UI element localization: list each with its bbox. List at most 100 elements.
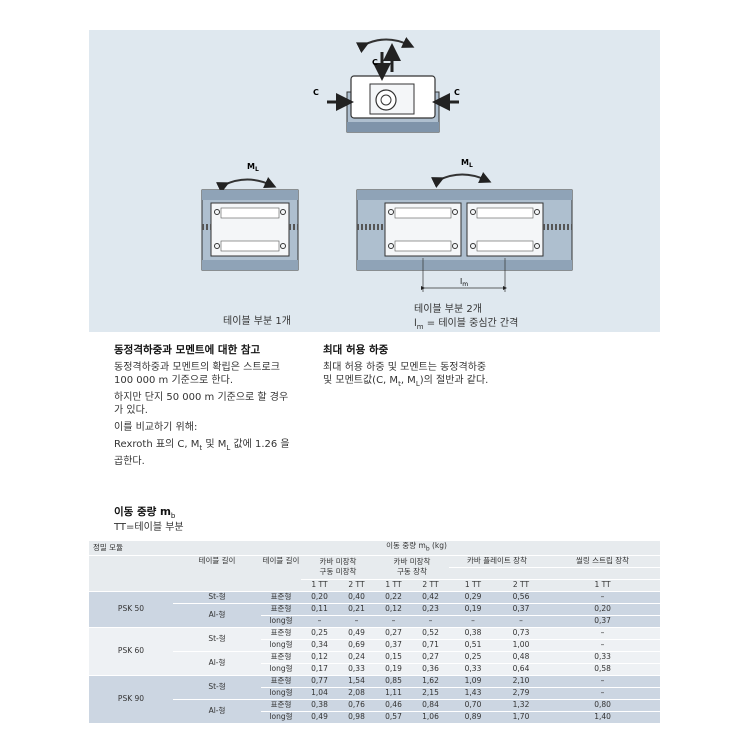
moment-label-double: ML xyxy=(461,158,473,169)
value-cell: 1,09 xyxy=(449,675,497,688)
value-cell: 0,49 xyxy=(338,627,375,640)
value-cell: – xyxy=(545,627,661,640)
type-cell: St-형 xyxy=(173,591,261,604)
header-tt2-a: 2 TT xyxy=(338,579,375,592)
value-cell: 0,80 xyxy=(545,699,661,712)
value-cell: 0,27 xyxy=(412,651,449,664)
value-cell: 0,25 xyxy=(449,651,497,664)
value-cell: 0,19 xyxy=(449,603,497,616)
max-load-p1: 최대 허용 하중 및 모멘트는 동정격하중 및 모멘트값(C, Mt, ML)의… xyxy=(323,362,489,388)
value-cell: 0,33 xyxy=(338,663,375,676)
header-tt1-d: 1 TT xyxy=(545,579,661,592)
value-cell: 0,12 xyxy=(301,651,338,664)
value-cell: 0,70 xyxy=(449,699,497,712)
caption-double-line2: lm = 테이블 중심간 간격 xyxy=(414,318,519,331)
value-cell: 1,32 xyxy=(497,699,545,712)
value-cell: 0,52 xyxy=(412,627,449,640)
value-cell: – xyxy=(301,615,338,628)
value-cell: – xyxy=(545,675,661,688)
value-cell: 2,10 xyxy=(497,675,545,688)
value-cell: 0,51 xyxy=(449,639,497,652)
double-table-drawing xyxy=(356,172,573,292)
value-cell: – xyxy=(449,615,497,628)
header-module: 정밀 모듈 xyxy=(89,541,173,556)
value-cell: 0,33 xyxy=(449,663,497,676)
value-cell: 0,36 xyxy=(412,663,449,676)
header-table-length-1: 테이블 길이 xyxy=(173,555,261,592)
value-cell: 1,04 xyxy=(301,687,338,700)
value-cell: 0,11 xyxy=(301,603,338,616)
value-cell: 1,62 xyxy=(412,675,449,688)
value-cell: – xyxy=(338,615,375,628)
caption-single-table: 테이블 부분 1개 xyxy=(223,316,291,327)
header-tt2-b: 2 TT xyxy=(412,579,449,592)
dimension-label: lm xyxy=(460,277,468,288)
value-cell: 2,08 xyxy=(338,687,375,700)
length-cell: 표준형 xyxy=(261,699,301,712)
max-load-notes: 최대 허용 하중 최대 허용 하중 및 모멘트는 동정격하중 및 모멘트값(C,… xyxy=(323,344,498,395)
value-cell: 0,29 xyxy=(449,591,497,604)
value-cell: 0,19 xyxy=(375,663,412,676)
value-cell: 0,77 xyxy=(301,675,338,688)
header-tt1-b: 1 TT xyxy=(375,579,412,592)
header-no-cover-drive: 카바 미장착 구동 장착 xyxy=(375,555,449,580)
value-cell: 0,25 xyxy=(301,627,338,640)
value-cell: 0,69 xyxy=(338,639,375,652)
length-cell: 표준형 xyxy=(261,603,301,616)
value-cell: 0,85 xyxy=(375,675,412,688)
value-cell: 1,40 xyxy=(545,711,661,724)
value-cell: 0,22 xyxy=(375,591,412,604)
value-cell: 1,11 xyxy=(375,687,412,700)
caption-double-line1: 테이블 부분 2개 xyxy=(414,304,482,315)
value-cell: – xyxy=(545,639,661,652)
value-cell: 1,70 xyxy=(497,711,545,724)
value-cell: 0,33 xyxy=(545,651,661,664)
header-mass: 이동 중량 mb (kg) xyxy=(173,541,661,556)
length-cell: 표준형 xyxy=(261,675,301,688)
moving-mass-table: 정밀 모듈 이동 중량 mb (kg) 테이블 길이 테이블 길이 카바 미장착… xyxy=(89,541,661,724)
type-cell: St-형 xyxy=(173,627,261,652)
dynamic-load-p1: 동정격하중과 모멘트의 확립은 스트로크 100 000 m 기준으로 한다. xyxy=(114,362,280,386)
single-table-drawing xyxy=(201,177,299,271)
value-cell: 1,54 xyxy=(338,675,375,688)
moment-label-single: ML xyxy=(247,162,259,173)
value-cell: 2,15 xyxy=(412,687,449,700)
value-cell: 0,89 xyxy=(449,711,497,724)
technical-figure: C C C ML xyxy=(89,30,660,332)
type-cell: Al-형 xyxy=(173,603,261,628)
dynamic-load-p2: 하지만 단지 50 000 m 기준으로 할 경우가 있다. xyxy=(114,392,289,416)
force-label-left: C xyxy=(313,88,319,97)
moving-mass-title: 이동 중량 mb xyxy=(114,506,176,521)
value-cell: 0,17 xyxy=(301,663,338,676)
value-cell: 0,76 xyxy=(338,699,375,712)
value-cell: 0,71 xyxy=(412,639,449,652)
cross-section-drawing xyxy=(327,36,459,133)
value-cell: 0,23 xyxy=(412,603,449,616)
value-cell: 0,98 xyxy=(338,711,375,724)
value-cell: 0,38 xyxy=(449,627,497,640)
value-cell: – xyxy=(497,615,545,628)
value-cell: 0,20 xyxy=(545,603,661,616)
value-cell: 1,43 xyxy=(449,687,497,700)
module-cell: PSK 60 xyxy=(89,627,173,676)
value-cell: 0,73 xyxy=(497,627,545,640)
value-cell: 0,21 xyxy=(338,603,375,616)
header-tt1-a: 1 TT xyxy=(301,579,338,592)
value-cell: 0,46 xyxy=(375,699,412,712)
header-sealing-strip: 씰링 스트립 장착 xyxy=(545,555,661,568)
value-cell: 0,27 xyxy=(375,627,412,640)
header-tt1-c: 1 TT xyxy=(449,579,497,592)
value-cell: 0,64 xyxy=(497,663,545,676)
figure-drawing: C C C ML xyxy=(201,36,573,292)
type-cell: Al-형 xyxy=(173,699,261,724)
dynamic-load-notes: 동정격하중과 모멘트에 대한 참고 동정격하중과 모멘트의 확립은 스트로크 1… xyxy=(114,344,294,472)
value-cell: 0,56 xyxy=(497,591,545,604)
